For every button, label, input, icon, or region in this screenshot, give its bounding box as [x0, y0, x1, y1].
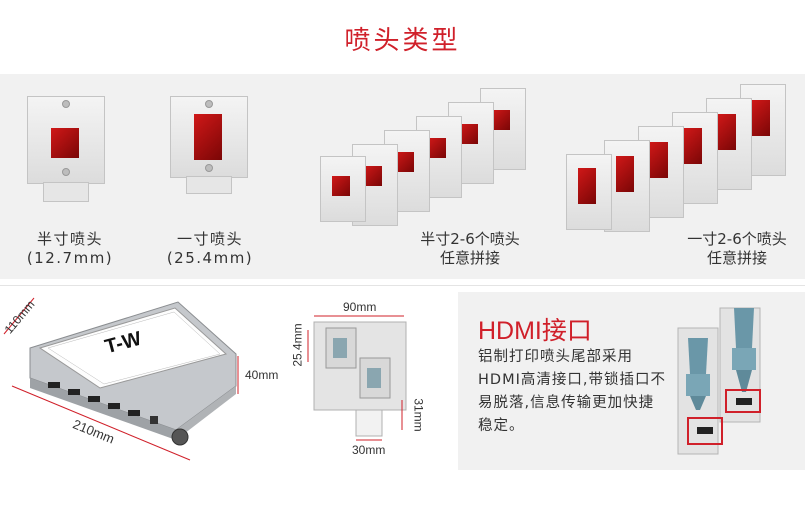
mount-plate-drawing: [307, 315, 407, 441]
caption-half-inch: 半寸喷头 (12.7mm): [10, 230, 130, 268]
caption-stacked-half-inch-note: 任意拼接: [439, 249, 500, 267]
caption-one-inch: 一寸喷头 (25.4mm): [150, 230, 270, 268]
caption-one-inch-name: 一寸喷头: [176, 230, 243, 248]
mount-width-label: 90mm: [343, 300, 377, 314]
device-height-label: 40mm: [245, 368, 279, 382]
caption-stacked-one-inch-note: 任意拼接: [706, 249, 767, 267]
caption-stacked-one-inch: 一寸2-6个喷头 任意拼接: [667, 230, 805, 268]
mount-height-label: 25.4mm: [290, 323, 305, 367]
mount-base-width-label: 30mm: [352, 443, 386, 457]
mount-plate-image: 90mm 25.4mm 30mm 31mm: [291, 300, 440, 465]
half-inch-nozzle-image: [27, 96, 105, 206]
stacked-half-inch-nozzles-image: [320, 88, 530, 228]
caption-stacked-one-inch-name: 一寸2-6个喷头: [687, 230, 787, 248]
stacked-one-inch-nozzles-image: [562, 84, 792, 234]
hdmi-connector-image: [676, 298, 804, 458]
controller-device-drawing: [3, 297, 239, 461]
caption-half-inch-name: 半寸喷头: [36, 230, 103, 248]
hdmi-title: HDMI接口: [478, 317, 592, 345]
caption-half-inch-size: (12.7mm): [26, 249, 114, 267]
one-inch-nozzle-image: [170, 96, 250, 196]
controller-device-image: T-W 110mm 210mm 40mm: [0, 290, 278, 470]
hdmi-description: 铝制打印喷头尾部采用HDMI高清接口,带锁插口不易脱落,信息传输更加快捷稳定。: [478, 349, 666, 434]
section-title: 喷头类型: [344, 26, 461, 56]
caption-one-inch-size: (25.4mm): [166, 249, 254, 267]
hdmi-connector-drawing: [677, 307, 761, 455]
divider: [0, 285, 805, 286]
mount-base-height-label: 31mm: [411, 398, 426, 432]
caption-stacked-half-inch: 半寸2-6个喷头 任意拼接: [400, 230, 540, 268]
caption-stacked-half-inch-name: 半寸2-6个喷头: [420, 230, 520, 248]
